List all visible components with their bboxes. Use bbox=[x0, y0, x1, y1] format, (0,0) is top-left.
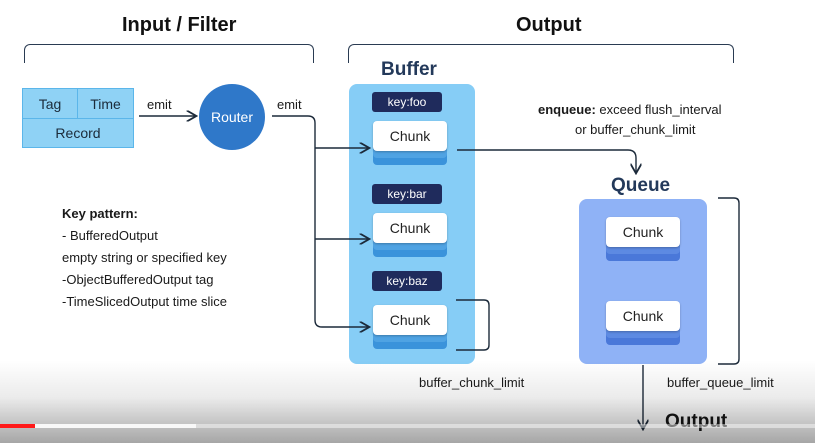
bottom-output-label: Output bbox=[665, 411, 728, 432]
buffer-chunk-1: Chunk bbox=[373, 121, 447, 165]
buffer-panel: key:foo Chunk key:bar Chunk key:baz Chun… bbox=[349, 84, 475, 364]
video-progress-track[interactable] bbox=[0, 424, 815, 428]
emit-label-1: emit bbox=[147, 97, 172, 112]
buffer-queue-limit-label: buffer_queue_limit bbox=[667, 375, 774, 390]
buffer-chunk-2: Chunk bbox=[373, 213, 447, 257]
buffer-chunk-limit-label: buffer_chunk_limit bbox=[419, 375, 524, 390]
output-title: Output bbox=[516, 14, 582, 36]
queue-title: Queue bbox=[611, 175, 671, 196]
key-bar-badge: key:bar bbox=[372, 184, 442, 204]
key-foo-badge: key:foo bbox=[372, 92, 442, 112]
enqueue-line1: exceed flush_interval bbox=[595, 102, 722, 117]
input-filter-bracket bbox=[24, 44, 314, 63]
enqueue-note: enqueue: exceed flush_interval or buffer… bbox=[538, 100, 722, 140]
video-controls-gradient bbox=[0, 360, 815, 443]
emit-label-2: emit bbox=[277, 97, 302, 112]
video-progress-played bbox=[0, 424, 36, 428]
record-body-cell: Record bbox=[55, 125, 101, 141]
key-pattern-line: empty string or specified key bbox=[62, 250, 227, 265]
key-pattern-line: -ObjectBufferedOutput tag bbox=[62, 272, 214, 287]
chunk-label: Chunk bbox=[373, 305, 447, 335]
buffer-title: Buffer bbox=[381, 59, 437, 80]
enqueue-arrow bbox=[457, 149, 636, 172]
chunk-label: Chunk bbox=[606, 301, 680, 331]
key-pattern-title: Key pattern: bbox=[62, 206, 138, 221]
record-tag-cell: Tag bbox=[23, 89, 78, 119]
input-filter-title: Input / Filter bbox=[122, 14, 237, 36]
buffer-chunk-3: Chunk bbox=[373, 305, 447, 349]
output-bracket bbox=[348, 44, 734, 63]
emit-trunk bbox=[272, 115, 316, 320]
queue-chunk-2: Chunk bbox=[606, 301, 680, 345]
chunk-label: Chunk bbox=[373, 121, 447, 151]
enqueue-line2: or buffer_chunk_limit bbox=[575, 122, 696, 137]
record-box: Tag Time Record bbox=[22, 88, 134, 148]
enqueue-keyword: enqueue: bbox=[538, 102, 596, 117]
branch-arrow-3 bbox=[314, 319, 368, 327]
key-pattern-line: -TimeSlicedOutput time slice bbox=[62, 294, 227, 309]
video-progress-loaded bbox=[0, 424, 196, 428]
key-baz-badge: key:baz bbox=[372, 271, 442, 291]
chunk-label: Chunk bbox=[606, 217, 680, 247]
queue-chunk-1: Chunk bbox=[606, 217, 680, 261]
queue-limit-bracket bbox=[718, 197, 740, 365]
chunk-limit-bracket bbox=[456, 299, 490, 351]
record-time-cell: Time bbox=[78, 89, 133, 119]
key-pattern-note: Key pattern: - BufferedOutput empty stri… bbox=[62, 203, 227, 313]
key-pattern-line: - BufferedOutput bbox=[62, 228, 158, 243]
chunk-label: Chunk bbox=[373, 213, 447, 243]
router-node: Router bbox=[199, 84, 265, 150]
queue-panel: Chunk Chunk bbox=[579, 199, 707, 364]
